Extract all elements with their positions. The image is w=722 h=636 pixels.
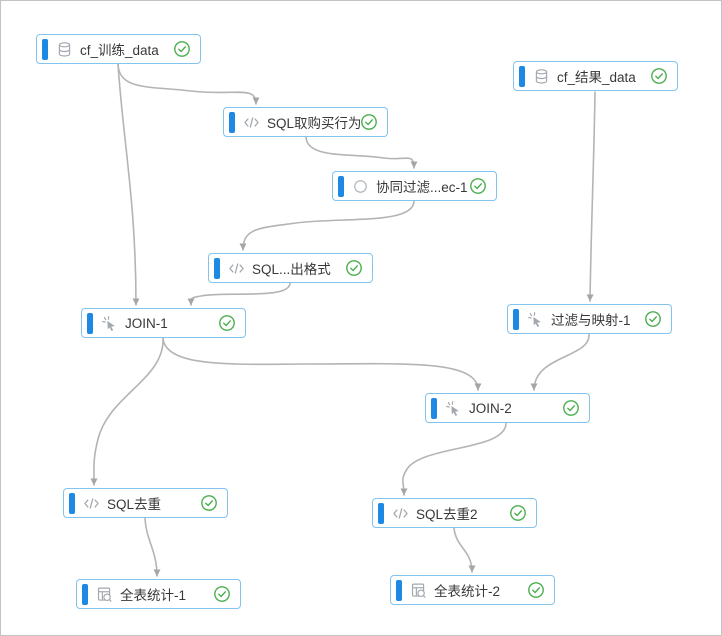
- node-state-bar: [229, 111, 235, 133]
- node-state-bar: [69, 492, 75, 514]
- node-state-bar: [87, 312, 93, 334]
- success-status-icon: [213, 585, 231, 603]
- sql-code-icon: [243, 114, 260, 131]
- database-icon: [533, 68, 550, 85]
- node-sql-output-format[interactable]: SQL...出格式: [208, 253, 373, 283]
- sql-code-icon: [83, 495, 100, 512]
- node-label: cf_结果_data: [557, 70, 636, 85]
- algorithm-circle-icon: [352, 178, 369, 195]
- node-label: SQL...出格式: [252, 262, 331, 277]
- edge-join-1-to-join-2: [162, 337, 482, 391]
- table-stats-icon: [96, 586, 113, 603]
- sql-code-icon: [228, 260, 245, 277]
- node-label: JOIN-1: [125, 315, 168, 331]
- success-status-icon: [509, 504, 527, 522]
- node-state-bar: [82, 583, 88, 605]
- edge-filter-map-1-to-join-2: [530, 333, 590, 391]
- node-label: SQL取购买行为: [267, 116, 360, 131]
- node-filter-map-1[interactable]: 过滤与映射-1: [507, 304, 672, 334]
- edge-cf-result-data-to-filter-map-1: [586, 91, 596, 302]
- success-status-icon: [650, 67, 668, 85]
- database-icon: [56, 41, 73, 58]
- edge-cf-train-data-to-sql-purchase: [117, 63, 260, 105]
- node-label: cf_训练_data: [80, 43, 159, 58]
- node-state-bar: [396, 579, 402, 601]
- node-label: SQL去重2: [416, 507, 478, 522]
- node-table-stats-1[interactable]: 全表统计-1: [76, 579, 241, 609]
- success-status-icon: [360, 113, 378, 131]
- success-status-icon: [527, 581, 545, 599]
- node-state-bar: [42, 38, 48, 60]
- edge-sql-dedup-to-table-stats-1: [144, 517, 161, 577]
- success-status-icon: [218, 314, 236, 332]
- node-state-bar: [338, 175, 344, 197]
- success-status-icon: [469, 177, 487, 195]
- node-sql-dedup[interactable]: SQL去重: [63, 488, 228, 518]
- edge-join-2-to-sql-dedup-2: [400, 422, 507, 496]
- node-collaborative-filtering-rec-1[interactable]: 协同过滤...ec-1: [332, 171, 497, 201]
- node-state-bar: [431, 397, 437, 419]
- node-cf-result-data[interactable]: cf_结果_data: [513, 61, 678, 91]
- node-sql-dedup-2[interactable]: SQL去重2: [372, 498, 537, 528]
- edge-sql-purchase-to-cf-rec: [305, 136, 418, 169]
- node-label: SQL去重: [107, 497, 162, 512]
- node-cf-train-data[interactable]: cf_训练_data: [36, 34, 201, 64]
- success-status-icon: [644, 310, 662, 328]
- node-label: 全表统计-2: [434, 584, 501, 599]
- node-label: 协同过滤...ec-1: [376, 180, 468, 195]
- node-sql-purchase-behavior[interactable]: SQL取购买行为: [223, 107, 388, 137]
- success-status-icon: [173, 40, 191, 58]
- edge-cf-train-data-to-join-1: [117, 63, 140, 306]
- node-label: 过滤与映射-1: [551, 313, 631, 328]
- node-label: 全表统计-1: [120, 588, 187, 603]
- node-label: JOIN-2: [469, 400, 512, 416]
- magic-cursor-icon: [527, 311, 544, 328]
- success-status-icon: [562, 399, 580, 417]
- magic-cursor-icon: [445, 400, 462, 417]
- success-status-icon: [345, 259, 363, 277]
- success-status-icon: [200, 494, 218, 512]
- node-join-2[interactable]: JOIN-2: [425, 393, 590, 423]
- edge-sql-format-to-join-1: [187, 282, 291, 306]
- magic-cursor-icon: [101, 315, 118, 332]
- node-state-bar: [519, 65, 525, 87]
- edge-sql-dedup-2-to-table-stats-2: [453, 527, 476, 573]
- node-state-bar: [214, 257, 220, 279]
- node-state-bar: [378, 502, 384, 524]
- node-join-1[interactable]: JOIN-1: [81, 308, 246, 338]
- node-state-bar: [513, 308, 519, 330]
- edge-join-1-to-sql-dedup: [90, 337, 164, 486]
- table-stats-icon: [410, 582, 427, 599]
- node-table-stats-2[interactable]: 全表统计-2: [390, 575, 555, 605]
- sql-code-icon: [392, 505, 409, 522]
- edge-cf-rec-to-sql-format: [239, 200, 415, 251]
